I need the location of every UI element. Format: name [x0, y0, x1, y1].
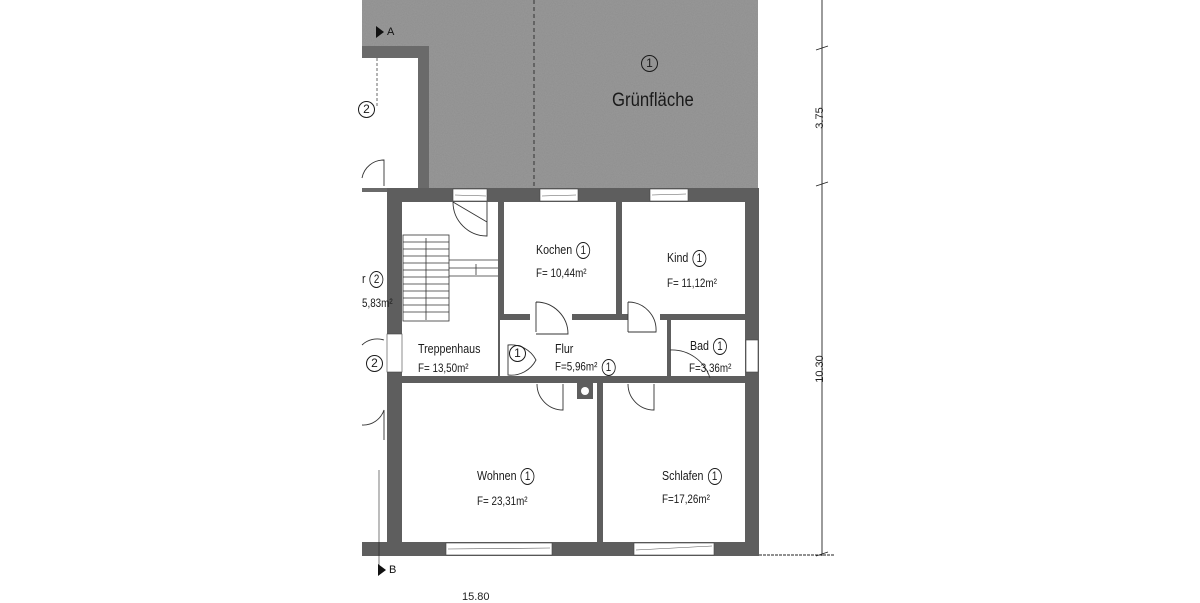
- green-area-label: Grünfläche: [612, 90, 694, 111]
- section-arrow-icon: [376, 26, 384, 39]
- room-wohnen-area: F= 23,31m²: [477, 494, 528, 508]
- room-flur-name: Flur: [555, 341, 574, 356]
- chimney-icon: [581, 387, 589, 395]
- section-arrow-icon: [378, 564, 386, 577]
- room-schlafen-area: F=17,26m²: [662, 492, 710, 506]
- section-marker-b: B: [378, 564, 396, 577]
- room-kochen-area: F= 10,44m²: [536, 266, 587, 280]
- dimension-lines: [378, 0, 835, 565]
- flur-door-unit-badge: 1: [509, 345, 526, 362]
- neighbor-room-area: 5,83m²: [362, 296, 393, 310]
- neighbor-unit-block: [361, 46, 429, 192]
- windows: [386, 188, 759, 556]
- room-treppenhaus-name: Treppenhaus: [418, 341, 481, 356]
- dimension-top-vertical: 3.75: [814, 107, 826, 129]
- room-kind-area: F= 11,12m²: [667, 276, 717, 290]
- neighbor-unit-badge-top: 2: [358, 101, 375, 118]
- section-marker-a: A: [376, 26, 394, 39]
- room-treppenhaus-area: F= 13,50m²: [418, 361, 469, 375]
- dimension-main-vertical: 10.30: [814, 355, 826, 383]
- green-area-number-badge: 1: [641, 55, 658, 72]
- dimension-bottom-horizontal: 15.80: [462, 591, 490, 603]
- doors: [361, 201, 711, 440]
- room-bad-area: F=3,36m²: [689, 361, 732, 375]
- staircase: [402, 234, 498, 322]
- stair-door-unit-badge: 2: [366, 355, 383, 372]
